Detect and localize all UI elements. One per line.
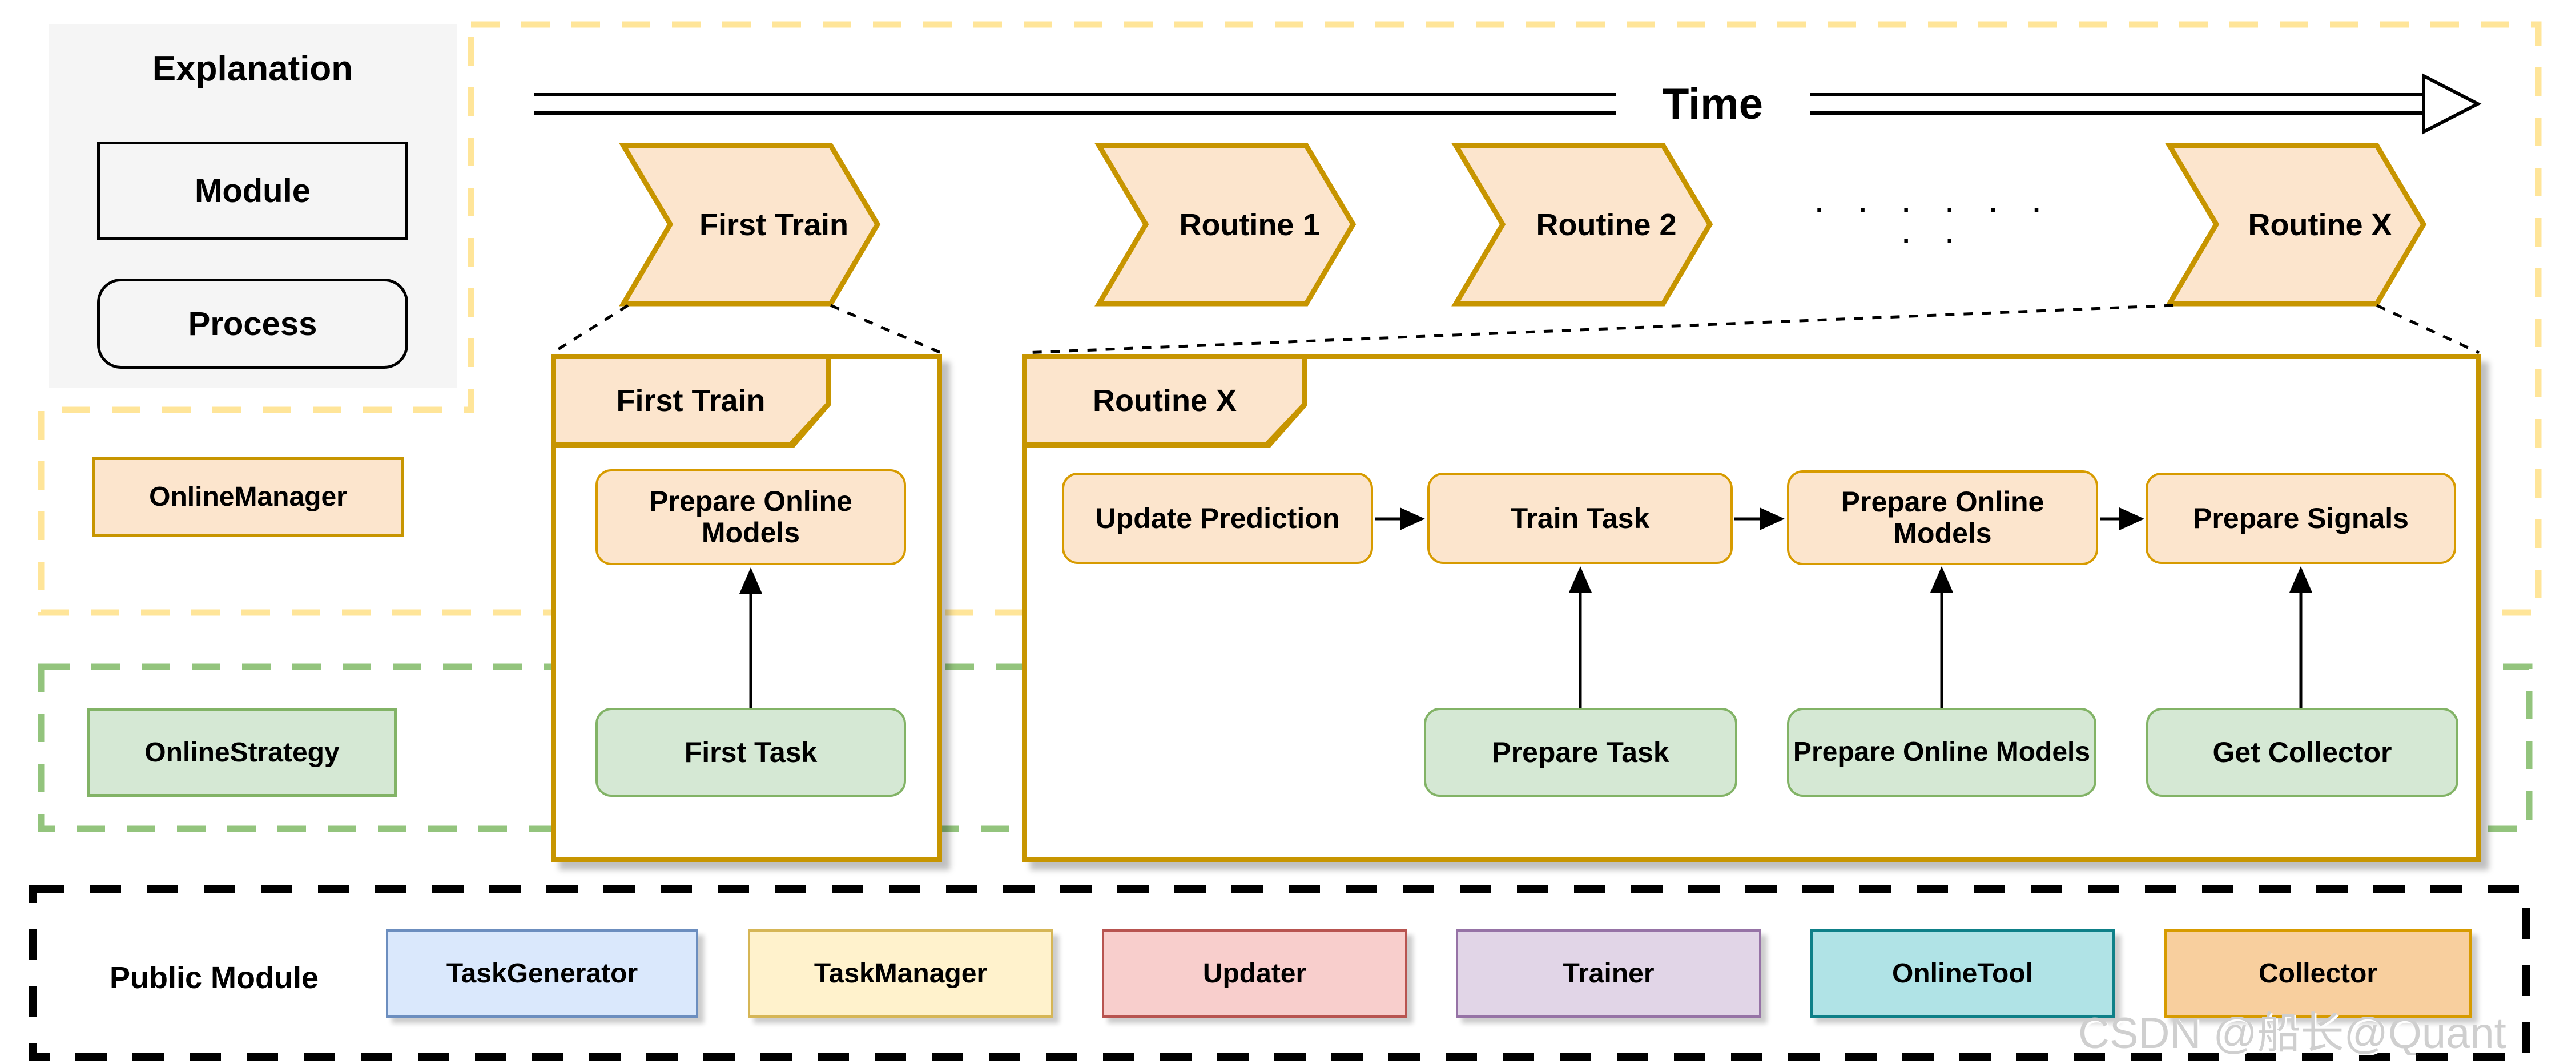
task-first-task: First Task	[595, 708, 906, 797]
module-online-tool: OnlineTool	[1810, 929, 2115, 1018]
task-prepare-task: Prepare Task	[1424, 708, 1737, 797]
module-task-generator: TaskGenerator	[386, 929, 698, 1018]
dotted-connectors	[552, 304, 2480, 354]
csdn-watermark: CSDN @船长@Quant	[2078, 1009, 2506, 1055]
process-prepare-online-models-first: Prepare Online Models	[595, 469, 906, 565]
routine-x-tab-label: Routine X	[1027, 359, 1302, 442]
process-prepare-online-models: Prepare Online Models	[1787, 470, 2098, 565]
public-module-label: Public Module	[109, 961, 319, 995]
time-axis-label: Time	[1616, 67, 1810, 140]
module-updater: Updater	[1102, 929, 1407, 1018]
time-arrow	[534, 73, 2482, 135]
chevron-shapes	[619, 143, 2427, 307]
online-strategy-label-box: OnlineStrategy	[87, 708, 397, 797]
chevron-routine-2: Routine 2	[1536, 207, 1677, 242]
flow-arrow-lines	[749, 517, 2303, 708]
ellipsis-dots: · · · · · · · ·	[1816, 194, 2055, 255]
first-train-tab: First Train	[551, 354, 831, 448]
flow-arrow-heads	[739, 507, 2312, 594]
process-train-task: Train Task	[1427, 473, 1733, 564]
explanation-panel	[49, 24, 457, 388]
module-collector: Collector	[2164, 929, 2472, 1018]
public-module-region-border	[29, 885, 2530, 1061]
legend-process-box: Process	[97, 279, 408, 369]
chevron-routine-1: Routine 1	[1179, 207, 1320, 242]
module-trainer: Trainer	[1456, 929, 1761, 1018]
module-task-manager: TaskManager	[748, 929, 1053, 1018]
first-train-tab-label: First Train	[556, 359, 826, 442]
process-prepare-signals: Prepare Signals	[2146, 473, 2456, 564]
legend-module-box: Module	[97, 142, 408, 240]
online-manager-region-border	[38, 21, 2542, 616]
online-manager-label-box: OnlineManager	[92, 457, 404, 537]
task-get-collector: Get Collector	[2146, 708, 2458, 797]
task-prepare-online-models: Prepare Online Models	[1787, 708, 2096, 797]
chevron-routine-x: Routine X	[2248, 207, 2392, 242]
routine-x-tab: Routine X	[1022, 354, 1307, 448]
process-update-prediction: Update Prediction	[1062, 473, 1373, 564]
chevron-first-train: First Train	[699, 207, 849, 242]
explanation-title: Explanation	[152, 49, 353, 88]
